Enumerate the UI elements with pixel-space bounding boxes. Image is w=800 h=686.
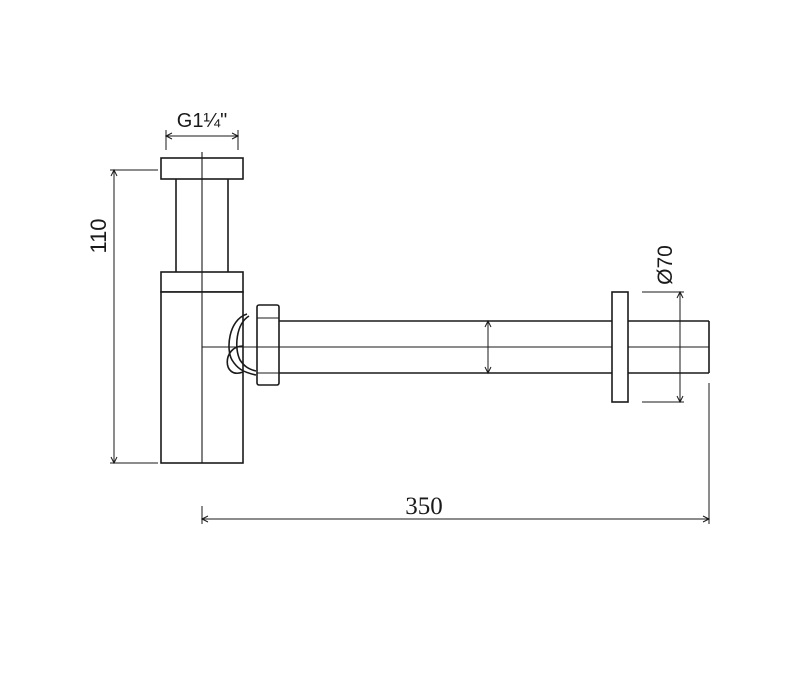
wall-flange (611, 291, 629, 403)
diameter-dimension: Ø70 (642, 245, 684, 404)
inlet-tube (175, 179, 229, 272)
height-label: 110 (86, 218, 111, 253)
thread-dimension: G1¼" (164, 110, 240, 150)
length-dimension: 350 (200, 383, 711, 524)
length-label: 350 (405, 493, 443, 520)
thread-size-label: G1¼" (177, 110, 227, 132)
outlet-nut (256, 304, 280, 386)
wall-pipe-stub (628, 320, 710, 374)
height-dimension: 110 (86, 168, 158, 465)
pipe-diameter-marker (484, 319, 492, 375)
diameter-label: Ø70 (654, 245, 677, 285)
